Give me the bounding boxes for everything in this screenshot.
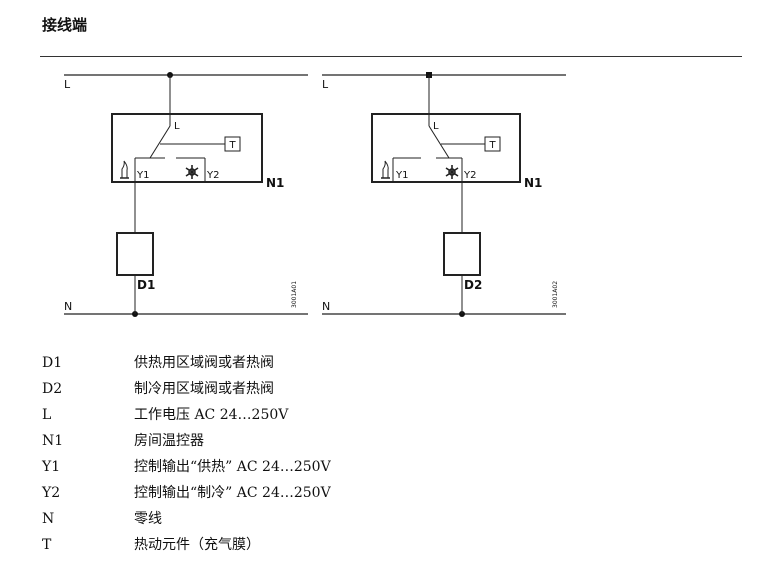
legend-code: D2 bbox=[42, 381, 63, 397]
thermal-element-label: T bbox=[488, 140, 496, 151]
switch-blade bbox=[428, 125, 450, 159]
flame-icon bbox=[381, 160, 390, 179]
legend-text: 制冷用区域阀或者热阀 bbox=[134, 381, 274, 397]
legend-text: 房间温控器 bbox=[134, 433, 204, 449]
valve-actuator-box bbox=[443, 232, 481, 276]
flame-icon bbox=[120, 160, 129, 179]
legend-item: Y1 控制输出“供热” AC 24…250V bbox=[42, 454, 331, 480]
diagram-2-labels: L N L T Y1 Y2 N1 D2 bbox=[322, 78, 542, 313]
terminal-y2-label: Y2 bbox=[206, 170, 219, 181]
legend-item: N1 房间温控器 bbox=[42, 428, 331, 454]
switch-common-label: L bbox=[433, 121, 439, 132]
legend-code: T bbox=[42, 537, 52, 553]
thermostat-box bbox=[371, 113, 521, 183]
legend-text: 热动元件（充气膜） bbox=[134, 537, 260, 553]
thermostat-label: N1 bbox=[524, 176, 542, 190]
thermal-element-box bbox=[484, 136, 501, 152]
thermal-element-box bbox=[224, 136, 241, 152]
legend-code: Y1 bbox=[42, 459, 61, 475]
snowflake-icon bbox=[185, 165, 199, 179]
snowflake-icon bbox=[445, 165, 459, 179]
neutral-label: N bbox=[64, 300, 72, 313]
valve-actuator-box bbox=[116, 232, 154, 276]
legend-item: T 热动元件（充气膜） bbox=[42, 532, 331, 558]
legend-text: 控制输出“供热” AC 24…250V bbox=[134, 459, 331, 475]
switch-blade bbox=[149, 125, 171, 159]
terminal-y1-label: Y1 bbox=[136, 170, 149, 181]
wiring-diagram-cooling: 3001A02 bbox=[322, 72, 566, 317]
terminal-y2-label: Y2 bbox=[463, 170, 476, 181]
legend-item: Y2 控制输出“制冷” AC 24…250V bbox=[42, 480, 331, 506]
legend-code: N bbox=[42, 511, 55, 527]
legend-text: 零线 bbox=[134, 511, 162, 527]
terminal-y1-label: Y1 bbox=[395, 170, 408, 181]
neutral-label: N bbox=[322, 300, 330, 313]
legend-text: 控制输出“制冷” AC 24…250V bbox=[134, 485, 331, 501]
legend-item: D2 制冷用区域阀或者热阀 bbox=[42, 376, 331, 402]
reference-code: 3001A01 bbox=[291, 281, 298, 308]
legend-code: N1 bbox=[42, 433, 64, 449]
live-label: L bbox=[64, 78, 71, 91]
legend-item: D1 供热用区域阀或者热阀 bbox=[42, 350, 331, 376]
valve-label: D2 bbox=[464, 278, 482, 292]
live-label: L bbox=[322, 78, 329, 91]
title-divider bbox=[40, 56, 742, 57]
thermostat-label: N1 bbox=[266, 176, 284, 190]
valve-label: D1 bbox=[137, 278, 155, 292]
reference-code: 3001A02 bbox=[552, 281, 559, 308]
switch-common-label: L bbox=[174, 121, 180, 132]
legend-text: 供热用区域阀或者热阀 bbox=[134, 355, 274, 371]
legend: D1 供热用区域阀或者热阀 D2 制冷用区域阀或者热阀 L 工作电压 AC 24…25… bbox=[42, 350, 331, 558]
legend-code: Y2 bbox=[42, 485, 61, 501]
legend-text: 工作电压 AC 24…250V bbox=[134, 407, 289, 423]
thermostat-box bbox=[111, 113, 263, 183]
legend-code: L bbox=[42, 407, 52, 423]
legend-item: N 零线 bbox=[42, 506, 331, 532]
legend-code: D1 bbox=[42, 355, 63, 371]
wiring-diagram-heating: 3001A01 bbox=[64, 72, 308, 317]
thermal-element-label: T bbox=[228, 140, 236, 151]
diagram-1-labels: L N L T Y1 Y2 N1 D1 bbox=[64, 78, 284, 313]
legend-item: L 工作电压 AC 24…250V bbox=[42, 402, 331, 428]
page-title: 接线端 bbox=[42, 16, 88, 34]
